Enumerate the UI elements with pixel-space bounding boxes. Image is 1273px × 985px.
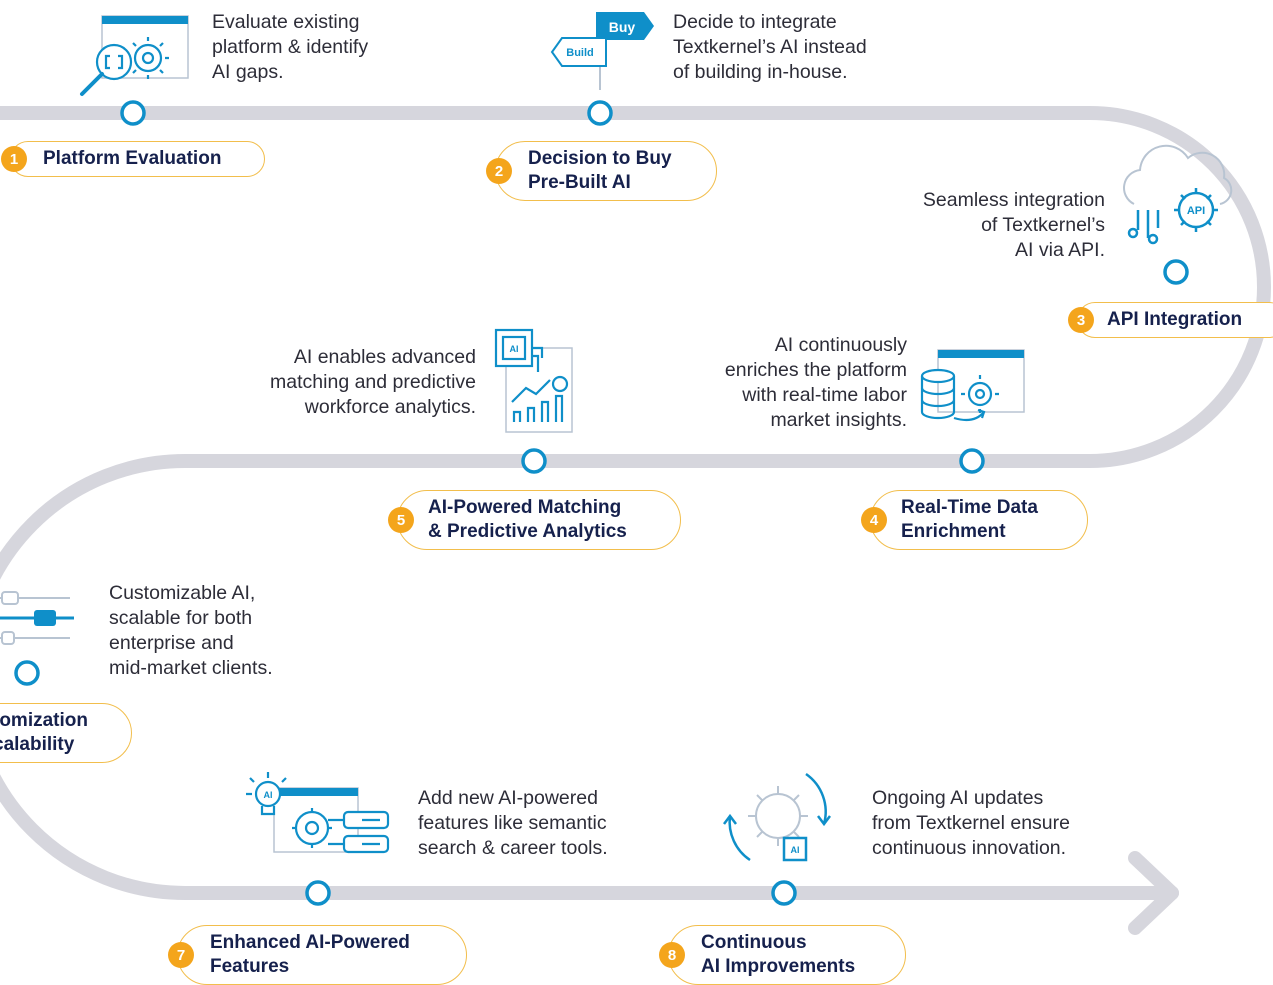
step-6-description: Customizable AI, scalable for both enter… xyxy=(109,582,273,679)
ai-bulb-gear-icon: AI xyxy=(246,772,390,854)
ai-gear-text: AI xyxy=(791,845,800,855)
step-7-description: Add new AI-powered features like semanti… xyxy=(418,787,608,859)
step-marker-8 xyxy=(771,880,797,906)
step-7-number: 7 xyxy=(168,942,194,968)
step-5-description: AI enables advanced matching and predict… xyxy=(270,346,476,418)
step-marker-1 xyxy=(120,100,146,126)
step-5-title: AI-Powered Matching & Predictive Analyti… xyxy=(428,497,627,542)
sign-buy-text: Buy xyxy=(609,19,636,35)
road-line xyxy=(0,106,1271,900)
step-1-description: Evaluate existing platform & identify AI… xyxy=(212,11,369,83)
step-marker-4 xyxy=(959,448,985,474)
database-gear-icon xyxy=(920,349,1025,422)
cloud-api-gear-icon: API xyxy=(1123,144,1233,245)
step-marker-5 xyxy=(521,448,547,474)
step-3-description: Seamless integration of Textkernel’s AI … xyxy=(922,189,1105,261)
step-7-badge: 7 Enhanced AI-Powered Features xyxy=(168,925,467,985)
road-arrowhead xyxy=(1128,851,1179,935)
step-2-description: Decide to integrate Textkernel’s AI inst… xyxy=(673,11,867,83)
step-3-number: 3 xyxy=(1068,307,1094,333)
step-7-title: Enhanced AI-Powered Features xyxy=(210,932,410,977)
step-8-description: Ongoing AI updates from Textkernel ensur… xyxy=(872,787,1070,859)
signpost-icon: Buy Build xyxy=(550,12,654,90)
step-marker-2 xyxy=(587,100,613,126)
step-4-description: AI continuously enriches the platform wi… xyxy=(724,334,907,431)
step-marker-7 xyxy=(305,880,331,906)
step-1-number: 1 xyxy=(1,146,27,172)
step-marker-6 xyxy=(14,660,40,686)
step-4-title: Real-Time Data Enrichment xyxy=(901,497,1038,542)
sliders-icon xyxy=(0,591,74,645)
step-1-badge: 1 Platform Evaluation xyxy=(1,141,265,177)
step-3-badge: 3 API Integration xyxy=(1068,302,1273,338)
ai-chip-text: AI xyxy=(510,344,519,354)
step-2-title: Decision to Buy Pre-Built AI xyxy=(528,148,672,193)
api-icon-text: API xyxy=(1187,205,1205,217)
sign-build-text: Build xyxy=(566,47,594,59)
ai-bulb-text: AI xyxy=(264,790,273,800)
step-marker-3 xyxy=(1163,259,1189,285)
ai-gear-cycle-icon: AI xyxy=(723,772,831,862)
step-4-badge: 4 Real-Time Data Enrichment xyxy=(861,490,1088,550)
step-4-number: 4 xyxy=(861,507,887,533)
step-2-number: 2 xyxy=(486,158,512,184)
step-2-badge: 2 Decision to Buy Pre-Built AI xyxy=(486,141,717,201)
step-3-title: API Integration xyxy=(1107,309,1243,330)
ai-chip-analytics-icon: AI xyxy=(494,328,573,433)
step-5-number: 5 xyxy=(388,507,414,533)
step-6-badge: tomization calability xyxy=(0,703,132,763)
step-5-badge: 5 AI-Powered Matching & Predictive Analy… xyxy=(388,490,681,550)
step-8-number: 8 xyxy=(659,942,685,968)
magnifier-gear-window-icon xyxy=(80,15,189,96)
step-6-title: tomization calability xyxy=(0,710,88,755)
step-8-title: Continuous AI Improvements xyxy=(701,932,856,977)
step-8-badge: 8 Continuous AI Improvements xyxy=(659,925,906,985)
step-1-title: Platform Evaluation xyxy=(43,148,222,169)
